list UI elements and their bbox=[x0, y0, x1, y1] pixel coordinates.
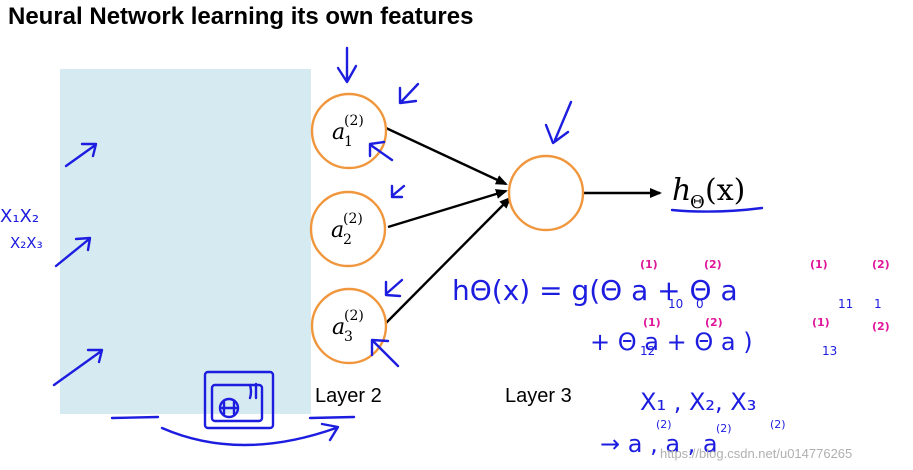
ink-sup-3: (1) bbox=[810, 258, 828, 271]
node-2-subscript: 2 bbox=[343, 232, 352, 248]
ink-arrow-a1-right bbox=[398, 82, 420, 105]
hypothesis-label: h Θ (x) bbox=[670, 173, 764, 213]
ink-formula-line-1: hΘ(x) = g(Θ a + Θ a bbox=[452, 274, 738, 307]
hidden-node-1: a (2) 1 bbox=[310, 92, 388, 170]
ink-arrow-a3-lower bbox=[370, 338, 400, 368]
ink-arrow-output bbox=[544, 100, 573, 145]
ink-sub-12: 12 bbox=[640, 344, 655, 358]
ink-sub-11: 11 bbox=[838, 297, 853, 311]
layer-3-label: Layer 3 bbox=[505, 385, 572, 407]
ink-formula: hΘ(x) = g(Θ a + Θ a + Θ a + Θ a ) (1) (2… bbox=[452, 258, 890, 358]
node-3-subscript: 3 bbox=[344, 329, 353, 345]
connection-lines bbox=[385, 126, 662, 324]
ink-bottom-underline bbox=[110, 415, 160, 420]
ink-sup-4: (2) bbox=[872, 258, 890, 271]
ink-sup-6: (2) bbox=[705, 316, 723, 329]
node-1-base: a bbox=[332, 120, 345, 145]
hypothesis-underline bbox=[670, 206, 764, 213]
ink-layer2-underline bbox=[308, 415, 356, 420]
output-node bbox=[507, 154, 585, 232]
ink-arrow-sup-3: (2) bbox=[770, 418, 786, 431]
node-2-superscript: (2) bbox=[343, 211, 363, 227]
ink-arrow-a2 bbox=[390, 184, 406, 199]
ink-sub-10: 10 bbox=[668, 297, 683, 311]
ink-arrow-input-2 bbox=[54, 236, 92, 268]
node-3-superscript: (2) bbox=[344, 308, 364, 324]
ink-arrow-sup-2: (2) bbox=[716, 422, 732, 435]
node-1-subscript: 1 bbox=[344, 134, 353, 150]
ink-arrow-line: → a , a , a bbox=[600, 430, 718, 458]
ink-theta-superscript bbox=[248, 382, 258, 400]
hypothesis-arg: (x) bbox=[705, 173, 745, 208]
slide-title: Neural Network learning its own features bbox=[8, 3, 473, 30]
hypothesis-h: h bbox=[672, 173, 691, 208]
ink-theta-box bbox=[203, 370, 275, 430]
ink-formula-line-2: + Θ a + Θ a ) bbox=[590, 328, 753, 356]
ink-sup-5: (1) bbox=[643, 316, 661, 329]
ink-curved-arrow bbox=[160, 422, 340, 447]
ink-sup-1: (1) bbox=[640, 258, 658, 271]
ink-sup-8: (2) bbox=[872, 320, 890, 333]
hidden-node-3: a (2) 3 bbox=[310, 287, 388, 365]
ink-sub-1: 1 bbox=[874, 297, 882, 311]
handwritten-arrows bbox=[52, 46, 573, 447]
ink-theta-bar bbox=[220, 400, 238, 416]
ink-arrow-input-3 bbox=[52, 348, 104, 387]
edge-a1-to-output bbox=[385, 126, 508, 186]
edge-a2-to-output bbox=[387, 189, 508, 229]
ink-theta-box-inner bbox=[210, 383, 264, 423]
ink-note-x1x2: X₁X₂ bbox=[0, 206, 39, 227]
watermark-text: https://blog.csdn.net/u014776265 bbox=[660, 446, 852, 461]
ink-theta-symbol bbox=[218, 397, 240, 419]
node-3-base: a bbox=[332, 315, 345, 340]
ink-arrow-sup-1: (2) bbox=[656, 418, 672, 431]
ink-sup-7: (1) bbox=[812, 316, 830, 329]
ink-arrow-a3-upper bbox=[384, 278, 404, 298]
ink-note-x2x3: X₂X₃ bbox=[10, 234, 43, 252]
ink-sup-2: (2) bbox=[704, 258, 722, 271]
ink-inputs-line: X₁ , X₂, X₃ bbox=[640, 388, 756, 416]
shaded-input-region bbox=[60, 69, 311, 414]
node-2-base: a bbox=[331, 218, 344, 243]
ink-sub-13: 13 bbox=[822, 344, 837, 358]
ink-arrow-a1-lower bbox=[368, 140, 394, 162]
hypothesis-theta: Θ bbox=[690, 192, 705, 213]
ink-arrow-input-1 bbox=[64, 142, 98, 168]
edge-a3-to-output bbox=[385, 196, 512, 324]
node-1-superscript: (2) bbox=[344, 113, 364, 129]
hidden-node-2: a (2) 2 bbox=[309, 190, 387, 268]
ink-arrow-down-a1 bbox=[336, 46, 358, 84]
layer-2-label: Layer 2 bbox=[315, 385, 382, 407]
ink-sub-0: 0 bbox=[696, 297, 704, 311]
